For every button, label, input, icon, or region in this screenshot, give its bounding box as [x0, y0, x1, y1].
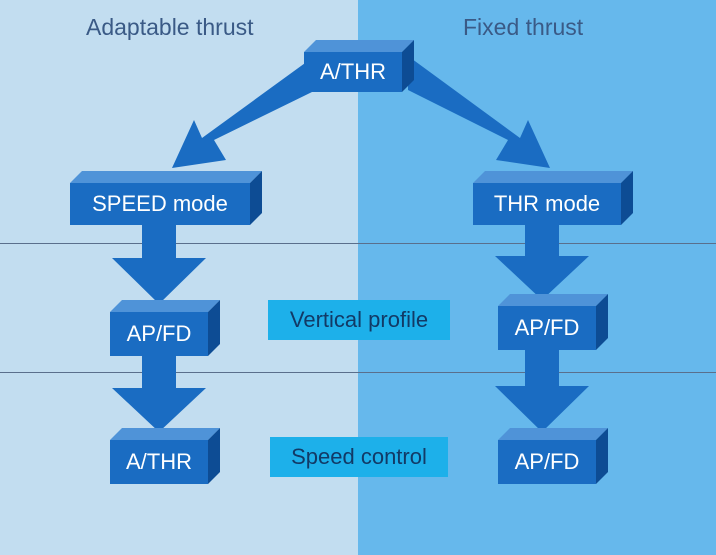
adaptable-thrust-title: Adaptable thrust: [86, 14, 254, 40]
arrow-athr-to-speed-mode: [172, 58, 312, 168]
thr-mode-box: THR mode: [473, 171, 633, 225]
right-vertical-apfd-box: AP/FD: [498, 294, 608, 350]
speed-mode-box: SPEED mode: [70, 171, 262, 225]
arrow-speed-mode-to-apfd: [112, 224, 206, 304]
top-athr-box: A/THR: [304, 40, 414, 92]
row-divider-upper: [0, 243, 716, 244]
speed-mode-label: SPEED mode: [70, 183, 250, 225]
vertical-profile-label: Vertical profile: [268, 300, 450, 340]
arrow-apfd-to-apfd-right: [495, 346, 589, 432]
left-vertical-apfd-label: AP/FD: [110, 312, 208, 356]
right-vertical-apfd-label: AP/FD: [498, 306, 596, 350]
fixed-thrust-title: Fixed thrust: [463, 14, 584, 40]
left-speed-athr-label: A/THR: [110, 440, 208, 484]
arrow-athr-to-thr-mode: [408, 56, 550, 168]
arrow-thr-mode-to-apfd: [495, 222, 589, 300]
arrow-apfd-to-athr-left: [112, 350, 206, 432]
row-divider-lower: [0, 372, 716, 373]
right-speed-apfd-label: AP/FD: [498, 440, 596, 484]
left-speed-athr-box: A/THR: [110, 428, 220, 484]
thr-mode-label: THR mode: [473, 183, 621, 225]
right-speed-apfd-box: AP/FD: [498, 428, 608, 484]
speed-control-label: Speed control: [270, 437, 448, 477]
top-athr-label: A/THR: [304, 52, 402, 92]
left-vertical-apfd-box: AP/FD: [110, 300, 220, 356]
